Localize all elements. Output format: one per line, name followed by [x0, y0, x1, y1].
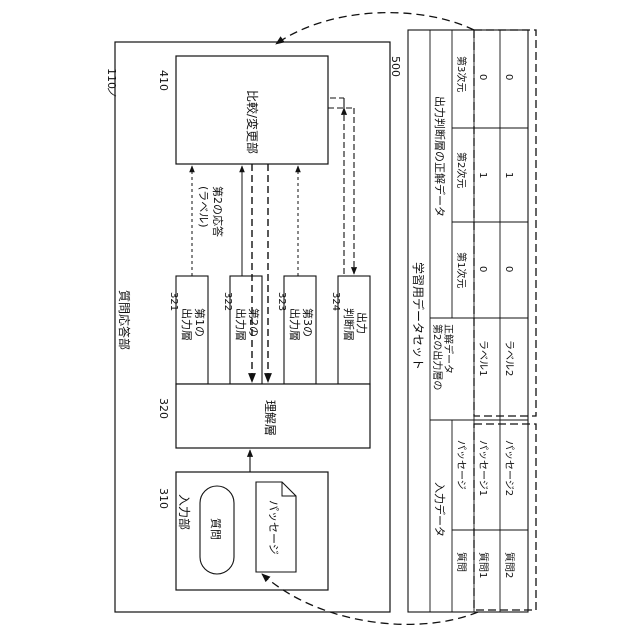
judge-header: 出力判断層の正解データ — [433, 96, 447, 217]
col-passage-header: パッセージ — [455, 440, 467, 490]
ref-320: 320 — [157, 398, 170, 419]
output-layer-1-label-b: 出力層 — [180, 308, 194, 341]
col-question-header: 質問 — [455, 552, 468, 572]
dataset-title: 学習用データセット — [411, 262, 426, 370]
qa-unit-label: 質問応答部 — [117, 290, 132, 350]
output-layer-3-label-a: 第3の — [301, 308, 315, 337]
second-answer-label-sub: (ラベル) — [197, 186, 210, 228]
question-label: 質問 — [209, 518, 223, 540]
dim1-header: 第1次元 — [455, 252, 468, 288]
row1-d1: 0 — [477, 266, 488, 272]
dim3-header: 第3次元 — [455, 56, 468, 92]
ref-322: 322 — [222, 292, 233, 311]
row2-d1: 0 — [503, 266, 514, 272]
row1-d2: 1 — [477, 172, 488, 178]
understanding-layer-label: 理解層 — [263, 400, 277, 436]
output-layer-3-label-b: 出力層 — [288, 308, 302, 341]
ref-324: 324 — [330, 292, 341, 311]
input-data-header: 入力データ — [433, 482, 447, 537]
row2-label: ラベル2 — [503, 340, 515, 376]
output-layer-2-label-a: 第2の — [247, 308, 261, 337]
row2-d2: 1 — [503, 172, 514, 178]
dataset-table — [408, 30, 528, 612]
ref-410: 410 — [157, 70, 170, 91]
row2-passage: パッセージ2 — [503, 440, 515, 496]
row2-d3: 0 — [503, 74, 514, 80]
ref-110: 110 — [105, 68, 118, 89]
ref-500: 500 — [389, 56, 402, 77]
input-unit-label: 入力部 — [177, 494, 192, 530]
ref-323: 323 — [276, 292, 287, 311]
output-judge-label-a: 出力 — [355, 312, 369, 334]
passage-label: パッセージ — [267, 500, 280, 555]
output-judge-label-b: 判断層 — [342, 308, 356, 341]
link-judge-data-to-compare — [276, 13, 474, 44]
row1-d3: 0 — [477, 74, 488, 80]
second-answer-label: 第2の応答 — [211, 186, 225, 237]
ref-321: 321 — [168, 292, 179, 311]
label-header-b: 正解データ — [442, 324, 455, 374]
compare-change-label: 比較/変更部 — [245, 90, 260, 154]
row2-question: 質問2 — [503, 552, 516, 578]
output-layer-1-label-a: 第1の — [193, 308, 207, 337]
output-layer-2-label-b: 出力層 — [234, 308, 248, 341]
row1-label: ラベル1 — [477, 340, 489, 376]
row1-question: 質問1 — [477, 552, 490, 578]
input-unit-box — [176, 472, 328, 590]
ref-310: 310 — [157, 488, 170, 509]
row1-passage: パッセージ1 — [477, 440, 489, 496]
dim2-header: 第2次元 — [455, 152, 468, 188]
